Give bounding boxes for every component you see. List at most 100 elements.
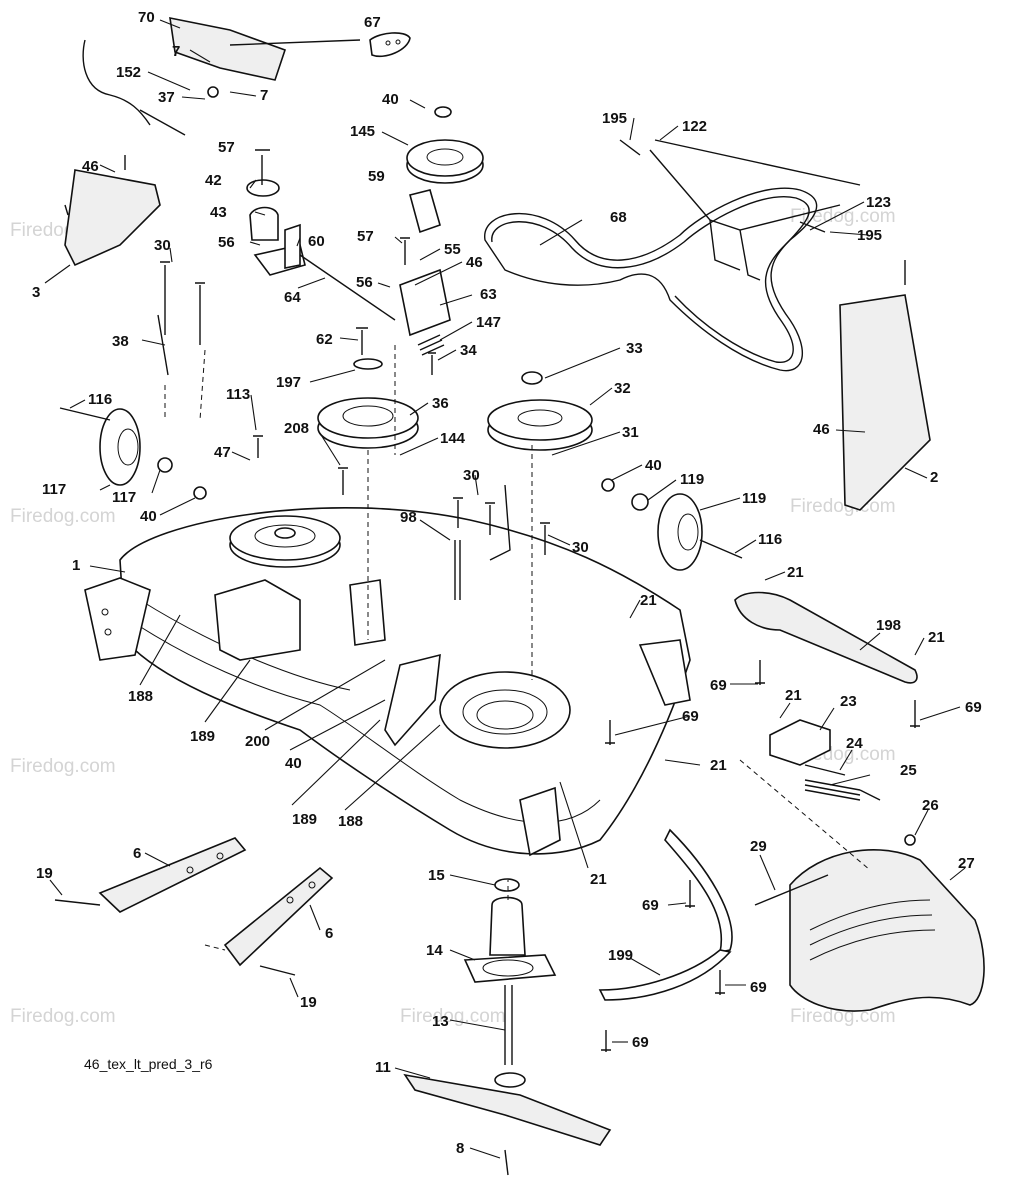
callout-40: 40	[645, 457, 662, 474]
callout-19: 19	[300, 994, 317, 1011]
watermark: Firedog.com	[400, 1006, 506, 1027]
callout-64: 64	[284, 289, 301, 306]
callout-21: 21	[928, 629, 945, 646]
callout-116: 116	[88, 391, 112, 408]
callout-56: 56	[218, 234, 235, 251]
callout-70: 70	[138, 9, 155, 26]
callout-195: 195	[602, 110, 627, 127]
callout-56: 56	[356, 274, 373, 291]
callout-69: 69	[682, 708, 699, 725]
callout-195: 195	[857, 227, 882, 244]
callout-197: 197	[276, 374, 301, 391]
callout-11: 11	[375, 1059, 391, 1076]
callout-23: 23	[840, 693, 857, 710]
callout-43: 43	[210, 204, 227, 221]
callout-3: 3	[32, 284, 40, 301]
callout-21: 21	[787, 564, 804, 581]
callout-6: 6	[325, 925, 333, 942]
callout-123: 123	[866, 194, 891, 211]
callout-122: 122	[682, 118, 707, 135]
callout-40: 40	[382, 91, 399, 108]
callout-46: 46	[466, 254, 483, 271]
idler-arm-assembly	[246, 179, 451, 356]
callout-189: 189	[190, 728, 215, 745]
callout-21: 21	[590, 871, 607, 888]
callout-98: 98	[400, 509, 417, 526]
pulleys	[317, 106, 593, 451]
callout-42: 42	[205, 172, 222, 189]
callout-208: 208	[284, 420, 309, 437]
callout-59: 59	[368, 168, 385, 185]
callout-19: 19	[36, 865, 53, 882]
callout-69: 69	[710, 677, 727, 694]
callout-1: 1	[72, 557, 80, 574]
callout-63: 63	[480, 286, 497, 303]
callout-24: 24	[846, 735, 863, 752]
bolts	[64, 139, 920, 1052]
callout-119: 119	[680, 471, 704, 488]
callout-37: 37	[158, 89, 175, 106]
callout-199: 199	[608, 947, 633, 964]
callout-69: 69	[642, 897, 659, 914]
callout-152: 152	[116, 64, 141, 81]
watermark: Firedog.com	[790, 1006, 896, 1027]
callout-113: 113	[226, 386, 250, 403]
callout-36: 36	[432, 395, 449, 412]
alignment-lines	[164, 345, 533, 680]
callout-33: 33	[626, 340, 643, 357]
callout-30: 30	[154, 237, 171, 254]
engagement-cable-assembly	[82, 16, 411, 136]
callout-116: 116	[758, 531, 782, 548]
watermark: Firedog.com	[10, 506, 116, 527]
callout-31: 31	[622, 424, 639, 441]
callout-7: 7	[260, 87, 268, 104]
callout-21: 21	[710, 757, 727, 774]
spindle-blade	[403, 878, 612, 1176]
callout-labels: 70 67 7 7 152 37 40 145 195 122 57 46 42…	[32, 9, 982, 1157]
callout-55: 55	[444, 241, 461, 258]
callout-40: 40	[140, 508, 157, 525]
watermark: Firedog.com	[10, 1006, 116, 1027]
callout-198: 198	[876, 617, 901, 634]
callout-25: 25	[900, 762, 917, 779]
callout-57: 57	[357, 228, 374, 245]
drive-belt	[484, 139, 861, 372]
callout-40: 40	[285, 755, 302, 772]
callout-189: 189	[292, 811, 317, 828]
callout-117: 119	[742, 490, 766, 507]
leader-lines	[44, 19, 966, 1159]
callout-32: 32	[614, 380, 631, 397]
callout-188: 188	[128, 688, 153, 705]
callout-14: 14	[426, 942, 443, 959]
callout-46: 46	[82, 158, 99, 175]
watermark: Firedog.com	[790, 496, 896, 517]
callout-144: 144	[440, 430, 466, 447]
watermark: Firedog.com	[10, 756, 116, 777]
callout-69: 69	[965, 699, 982, 716]
lift-arms	[54, 837, 334, 976]
callout-15: 15	[428, 867, 445, 884]
callout-62: 62	[316, 331, 333, 348]
callout-30: 30	[463, 467, 480, 484]
callout-47: 47	[214, 444, 231, 461]
callout-117: 117	[42, 481, 66, 498]
callout-60: 60	[308, 233, 325, 250]
callout-34: 34	[460, 342, 477, 359]
callout-6: 6	[133, 845, 141, 862]
watermarks: Firedog.com Firedog.com Firedog.com Fire…	[10, 206, 896, 1027]
callout-46: 46	[813, 421, 830, 438]
belt-guards	[64, 169, 931, 511]
mower-deck	[84, 507, 691, 857]
discharge-assembly	[598, 591, 985, 1012]
callout-188: 188	[338, 813, 363, 830]
callout-30: 30	[572, 539, 589, 556]
callout-7: 7	[172, 43, 180, 60]
callout-27: 27	[958, 855, 975, 872]
callout-145: 145	[350, 123, 375, 140]
callout-38: 38	[112, 333, 129, 350]
callout-8: 8	[456, 1140, 464, 1157]
callout-21: 21	[640, 592, 657, 609]
callout-69: 69	[632, 1034, 649, 1051]
callout-57: 57	[218, 139, 235, 156]
